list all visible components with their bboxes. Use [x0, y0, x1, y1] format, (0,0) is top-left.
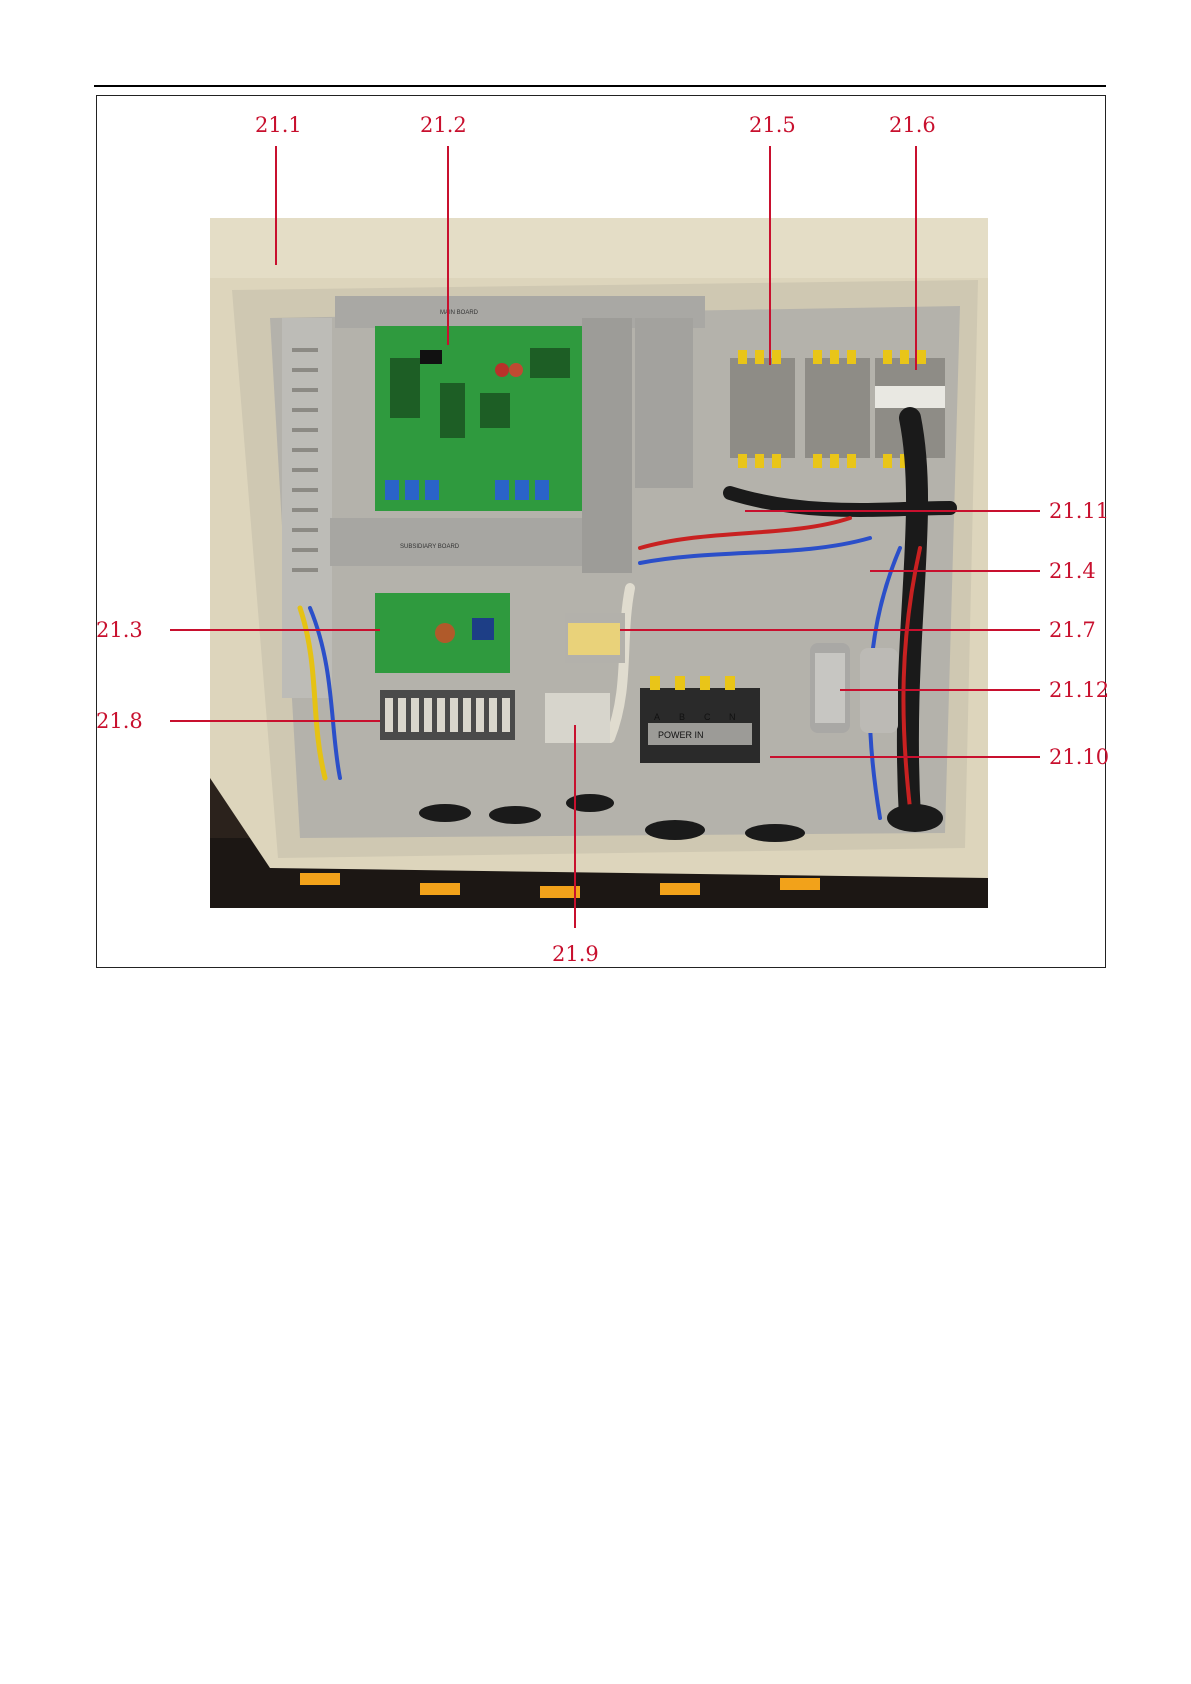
terminal-letter-n: N	[729, 712, 736, 722]
control-box-photo: A B C N POWER IN MAIN BOARD SUBSIDIARY B…	[210, 218, 988, 908]
callout-21-11: 21.11	[1049, 499, 1109, 523]
terminal-letter-a: A	[654, 712, 660, 722]
header-rule	[94, 85, 1106, 87]
subsidiary-board-plate-label: SUBSIDIARY BOARD	[400, 544, 460, 550]
terminal-letter-b: B	[679, 712, 685, 722]
callout-21-1: 21.1	[255, 113, 302, 137]
control-box-illustration: A B C N POWER IN MAIN BOARD SUBSIDIARY B…	[210, 218, 988, 908]
callout-21-7: 21.7	[1049, 618, 1096, 642]
callout-21-9: 21.9	[552, 942, 599, 966]
callout-21-5: 21.5	[749, 113, 796, 137]
main-board-plate-label: MAIN BOARD	[440, 310, 479, 316]
callout-21-8: 21.8	[96, 709, 143, 733]
callout-21-6: 21.6	[889, 113, 936, 137]
callout-21-12: 21.12	[1049, 678, 1109, 702]
callout-21-3: 21.3	[96, 618, 143, 642]
power-in-label: POWER IN	[658, 730, 704, 740]
callout-21-4: 21.4	[1049, 559, 1096, 583]
terminal-letter-c: C	[704, 712, 711, 722]
callout-21-10: 21.10	[1049, 745, 1109, 769]
callout-21-2: 21.2	[420, 113, 467, 137]
